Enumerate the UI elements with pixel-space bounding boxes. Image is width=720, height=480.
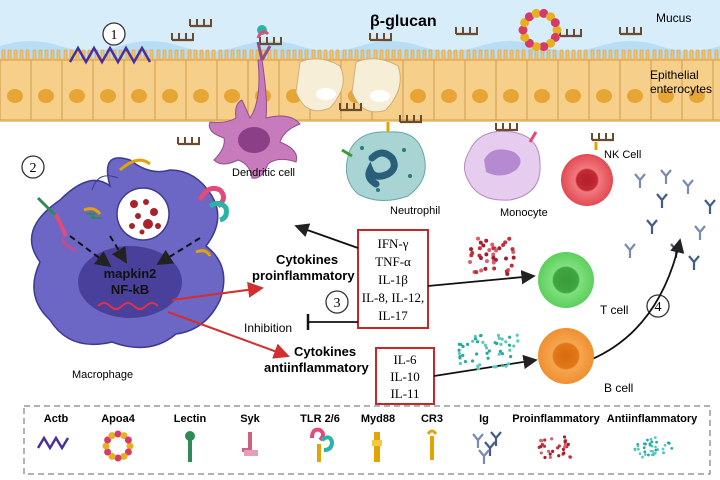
step-4: 4 (646, 294, 670, 318)
proinflammatory-dots (468, 236, 516, 276)
actb-strand (68, 45, 152, 65)
svg-text:4: 4 (655, 300, 662, 315)
legend-cr3-icon (426, 429, 438, 460)
nucleus-label-2: NF-kB (111, 282, 149, 297)
svg-text:Lectin: Lectin (174, 413, 207, 425)
legend-icons (36, 427, 674, 464)
step-3: 3 (325, 290, 349, 314)
macrophage-label: Macrophage (72, 369, 133, 381)
monocyte-cell (464, 130, 541, 201)
neutrophil-cell (341, 122, 426, 201)
svg-text:2: 2 (30, 161, 37, 176)
svg-text:Actb: Actb (44, 413, 69, 425)
svg-text:IL-10: IL-10 (390, 369, 420, 384)
legend-box (23, 405, 711, 475)
svg-text:IL-1β: IL-1β (378, 272, 408, 287)
dendritic-cell (208, 25, 301, 179)
epithelial-label-2: enterocytes (650, 82, 712, 96)
legend-actb-icon (36, 435, 70, 451)
b-cell-label: B cell (604, 381, 633, 395)
arrow-to-top-cells (294, 223, 359, 249)
proinflammatory-box (357, 229, 429, 329)
cytokines-pro-label-2: proinflammatory (252, 268, 355, 283)
legend-tlr-icon (310, 427, 335, 462)
svg-text:IL-8, IL-12,: IL-8, IL-12, (362, 290, 424, 305)
mucus-wave (0, 41, 720, 60)
nucleus-label-1: mapkin2 (104, 266, 157, 281)
cytokines-anti-label-1: Cytokines (294, 344, 356, 359)
t-cell-label: T cell (600, 303, 628, 317)
epithelium (0, 49, 720, 122)
svg-text:CR3: CR3 (421, 413, 443, 425)
step-2: 2 (21, 155, 45, 179)
svg-text:Ig: Ig (479, 413, 489, 425)
svg-text:IL-11: IL-11 (390, 386, 419, 401)
antiinflammatory-dots (457, 333, 520, 371)
mucus-label: Mucus (656, 11, 691, 25)
pro-arrow (171, 281, 264, 301)
svg-text:IL-6: IL-6 (393, 352, 417, 367)
svg-text:TNF-α: TNF-α (375, 254, 411, 269)
svg-text:IL-17: IL-17 (378, 308, 408, 323)
apoa4-ring (518, 8, 562, 52)
arrow-to-tcell (427, 270, 536, 287)
anti-arrow (167, 311, 290, 359)
svg-text:3: 3 (334, 296, 341, 311)
beta-glucan-title: β-glucan (370, 13, 437, 30)
legend-lectin-icon (185, 431, 195, 462)
neutrophil-label: Neutrophil (390, 205, 440, 217)
t-cell (538, 252, 594, 308)
legend-myd88-icon (372, 432, 382, 462)
legend-pro-icon (537, 435, 573, 460)
cytokines-pro-label-1: Cytokines (276, 252, 338, 267)
dendritic-cell-label: Dendritic cell (232, 167, 295, 179)
b-cell (538, 328, 594, 384)
legend-apoa4-icon (102, 430, 134, 462)
inhibition-label: Inhibition (244, 321, 292, 335)
svg-text:Apoa4: Apoa4 (101, 413, 136, 425)
arrow-to-bcell (433, 354, 538, 377)
epithelial-label-1: Epithelial (650, 68, 699, 82)
legend-syk-icon (242, 432, 258, 456)
svg-text:IFN-γ: IFN-γ (377, 236, 408, 251)
cytokines-anti-label-2: antiinflammatory (264, 360, 370, 375)
svg-text:1: 1 (111, 28, 118, 43)
legend-ig-icon (472, 431, 502, 464)
svg-text:Antiinflammatory: Antiinflammatory (607, 413, 698, 425)
nk-cell (561, 142, 613, 206)
nk-cell-label: NK Cell (604, 149, 641, 161)
arrow-bcell-to-ig (589, 238, 685, 361)
svg-text:Myd88: Myd88 (361, 413, 395, 425)
macrophage-cell (30, 157, 229, 349)
step-1: 1 (102, 22, 126, 46)
antiinflammatory-box (375, 347, 435, 405)
anti-cytokine-list: IL-6 IL-10 IL-11 (390, 352, 420, 401)
svg-text:Syk: Syk (240, 413, 260, 425)
legend-anti-icon (633, 436, 674, 459)
ig-antibodies (624, 169, 716, 270)
pro-cytokine-list: IFN-γ TNF-α IL-1β IL-8, IL-12, IL-17 (362, 236, 424, 323)
monocyte-label: Monocyte (500, 207, 548, 219)
legend-labels: Actb Apoa4 Lectin Syk TLR 2/6 Myd88 CR3 … (44, 413, 698, 425)
svg-text:Proinflammatory: Proinflammatory (512, 413, 600, 425)
svg-text:TLR 2/6: TLR 2/6 (300, 413, 340, 425)
